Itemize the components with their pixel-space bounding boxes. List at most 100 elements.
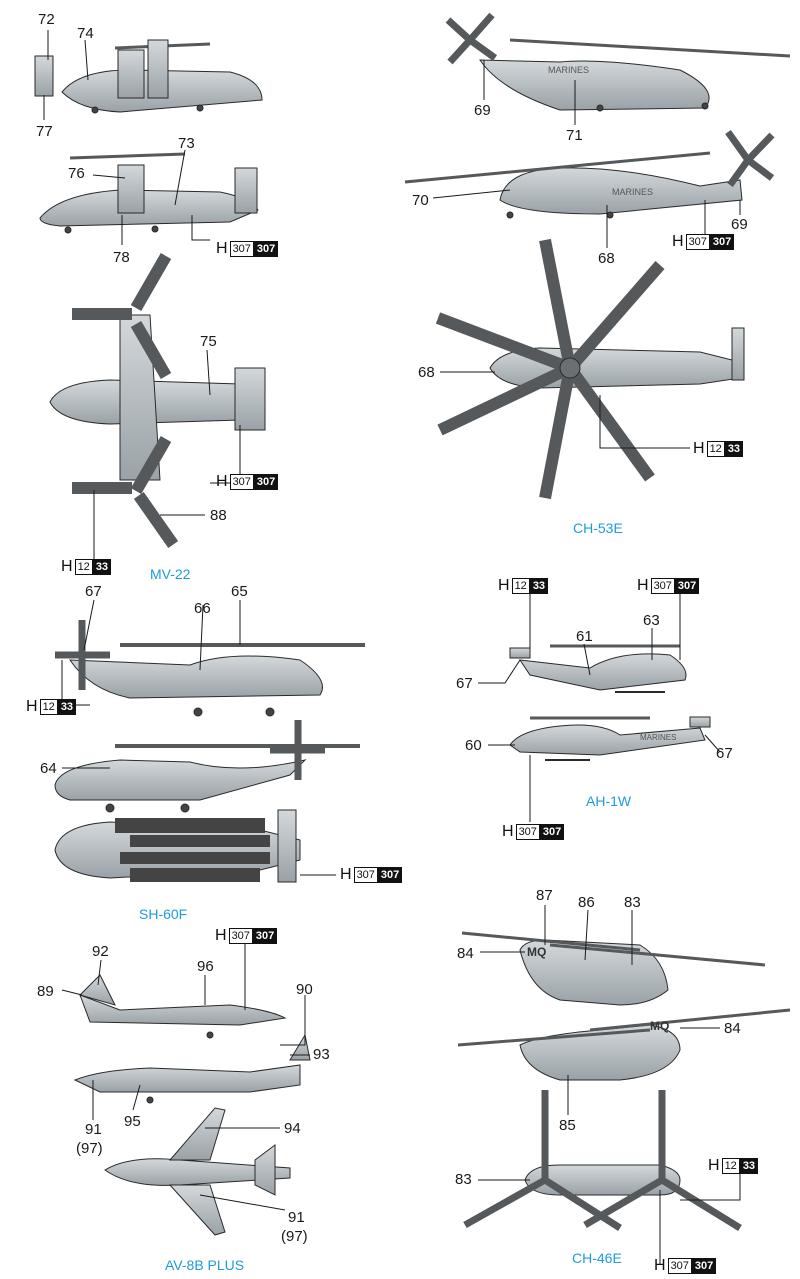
- callout-97-b: (97): [281, 1228, 308, 1245]
- callout-67-sh60: 67: [85, 583, 102, 600]
- h-badge-ch46-b: H 307 307: [654, 1257, 717, 1275]
- h-letter: H: [61, 558, 73, 575]
- ch46e-side-view-1: [461, 931, 766, 1006]
- h-badge-black: 33: [92, 559, 112, 575]
- h-badge-ch53-side: H 307 307: [672, 233, 735, 251]
- h-badge-sh60-side: H 12 33: [26, 698, 77, 716]
- callout-93: 93: [313, 1046, 330, 1063]
- h-badge-white: 12: [74, 559, 93, 575]
- callout-69-bottom: 69: [731, 216, 748, 233]
- callout-91-b: 91: [288, 1209, 305, 1226]
- h-badge-ah1-b: H 307 307: [637, 577, 700, 595]
- callout-95: 95: [124, 1113, 141, 1130]
- h-badge-black: 33: [529, 578, 549, 594]
- h-badge-ch46-a: H 12 33: [708, 1157, 759, 1175]
- marking-marines: MARINES: [612, 187, 654, 197]
- callout-87: 87: [536, 887, 553, 904]
- callout-75: 75: [200, 333, 217, 350]
- h-letter: H: [340, 866, 352, 883]
- h-badge-white: 307: [667, 1258, 692, 1274]
- callout-86: 86: [578, 894, 595, 911]
- title-mv22: MV-22: [150, 566, 191, 582]
- title-ch53e: CH-53E: [573, 520, 623, 536]
- h-letter: H: [215, 927, 227, 944]
- callout-71: 71: [566, 127, 583, 144]
- callout-70: 70: [412, 192, 429, 209]
- callout-68-top: 68: [418, 364, 435, 381]
- callout-78: 78: [113, 249, 130, 266]
- h-letter: H: [637, 577, 649, 594]
- callout-90: 90: [296, 981, 313, 998]
- callout-88: 88: [210, 507, 227, 524]
- callout-76: 76: [68, 165, 85, 182]
- h-badge-mv22-top: H 307 307: [216, 473, 279, 491]
- callout-96: 96: [197, 958, 214, 975]
- h-badge-black: 307: [539, 824, 565, 840]
- h-badge-ah1-a: H 12 33: [498, 577, 549, 595]
- h-badge-white: 307: [228, 928, 253, 944]
- ch46e-top-view: [463, 1090, 742, 1231]
- h-badge-black: 307: [253, 241, 279, 257]
- callout-68-side: 68: [598, 250, 615, 267]
- leader-lines: [43, 30, 741, 1265]
- ch53e-side-view-1: [445, 12, 791, 112]
- callout-89: 89: [37, 983, 54, 1000]
- ch53e-top-view: [435, 238, 745, 500]
- h-badge-black: 33: [724, 441, 744, 457]
- callout-66: 66: [194, 600, 211, 617]
- h-badge-white: 12: [511, 578, 530, 594]
- h-badge-black: 307: [252, 928, 278, 944]
- h-letter: H: [498, 577, 510, 594]
- callout-61: 61: [576, 628, 593, 645]
- ah1w-side-view-1: [509, 644, 687, 693]
- h-badge-ch53-top: H 12 33: [693, 440, 744, 458]
- h-badge-black: 307: [377, 867, 403, 883]
- callout-74: 74: [77, 25, 94, 42]
- h-badge-white: 307: [229, 241, 254, 257]
- callout-63: 63: [643, 612, 660, 629]
- h-letter: H: [26, 698, 38, 715]
- h-badge-ah1-c: H 307 307: [502, 823, 565, 841]
- h-badge-mv22-rotor: H 12 33: [61, 558, 112, 576]
- ch46e-side-view-2: [457, 1008, 791, 1081]
- h-badge-black: 33: [739, 1158, 759, 1174]
- h-badge-black: 307: [253, 474, 279, 490]
- marking-marines: MARINES: [640, 733, 677, 742]
- callout-73: 73: [178, 135, 195, 152]
- title-sh60f: SH-60F: [139, 906, 188, 922]
- marking-marines: MARINES: [548, 65, 590, 75]
- ah1w-side-view-2: [509, 716, 711, 761]
- h-badge-mv22-side: H 307 307: [216, 240, 279, 258]
- h-badge-white: 307: [685, 234, 710, 250]
- h-letter: H: [216, 473, 228, 490]
- h-badge-white: 12: [721, 1158, 740, 1174]
- h-letter: H: [693, 440, 705, 457]
- h-letter: H: [708, 1157, 720, 1174]
- callout-65: 65: [231, 583, 248, 600]
- callout-77: 77: [36, 123, 53, 140]
- h-badge-white: 307: [229, 474, 254, 490]
- h-badge-white: 12: [706, 441, 725, 457]
- callout-67-ah1-a: 67: [456, 675, 473, 692]
- h-badge-black: 307: [674, 578, 700, 594]
- callout-64: 64: [40, 760, 57, 777]
- title-ch46e: CH-46E: [572, 1250, 622, 1266]
- h-badge-black: 307: [691, 1258, 717, 1274]
- h-badge-av8b: H 307 307: [215, 927, 278, 945]
- callout-83-side: 83: [624, 894, 641, 911]
- callout-91-a: 91: [85, 1121, 102, 1138]
- av8b-side-view-2: [73, 1033, 311, 1104]
- callout-84-b: 84: [724, 1020, 741, 1037]
- h-badge-white: 12: [39, 699, 58, 715]
- callout-92: 92: [92, 943, 109, 960]
- mv22-top-view: [49, 253, 266, 549]
- title-ah1w: AH-1W: [586, 793, 632, 809]
- h-badge-white: 307: [515, 824, 540, 840]
- av8b-top-view: [104, 1107, 291, 1236]
- sh60f-side-view-2: [54, 720, 360, 813]
- callout-85: 85: [559, 1117, 576, 1134]
- ch53e-side-view-2: [404, 129, 775, 219]
- av8b-side-view-1: [79, 974, 287, 1039]
- h-badge-white: 307: [650, 578, 675, 594]
